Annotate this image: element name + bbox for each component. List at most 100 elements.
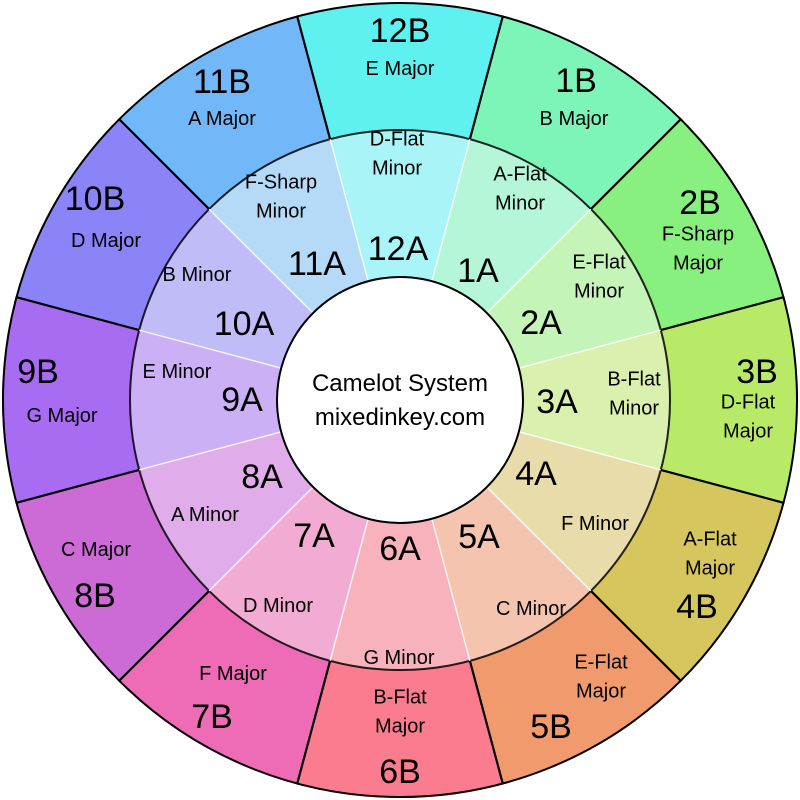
outer-key-line: B Major xyxy=(540,108,609,130)
inner-key: F Minor xyxy=(561,513,629,535)
inner-divider xyxy=(518,329,661,369)
outer-key-line: F-Sharp xyxy=(662,224,734,246)
outer-divider xyxy=(590,117,683,210)
outer-segment xyxy=(660,296,798,504)
outer-key: G Major xyxy=(26,405,97,427)
inner-segment xyxy=(518,330,670,470)
outer-code: 4B xyxy=(676,588,718,626)
outer-code: 6B xyxy=(379,753,421,791)
inner-code: 2A xyxy=(520,304,562,342)
inner-divider xyxy=(431,518,471,661)
inner-segment xyxy=(139,209,314,369)
inner-code: 5A xyxy=(458,518,500,556)
inner-code: 4A xyxy=(515,455,557,493)
inner-divider xyxy=(208,486,314,592)
outer-code: 12B xyxy=(370,12,431,50)
inner-key-line: Minor xyxy=(609,398,659,420)
inner-key: G Minor xyxy=(363,647,434,669)
inner-segment xyxy=(431,139,591,314)
inner-code: 11A xyxy=(288,245,346,283)
outer-segment xyxy=(590,469,785,682)
inner-key-line: Minor xyxy=(574,281,624,303)
outer-key-line: Major xyxy=(685,558,735,580)
outer-segment xyxy=(15,469,210,682)
outer-key: D Major xyxy=(71,230,141,252)
outer-divider xyxy=(15,468,140,505)
outer-code: 7B xyxy=(191,698,233,736)
outer-key: C Major xyxy=(61,539,131,561)
inner-segment xyxy=(486,431,661,591)
inner-segment xyxy=(130,330,282,470)
outer-key-line: C Major xyxy=(61,539,131,561)
outer-segment xyxy=(1,296,140,504)
inner-code: 9A xyxy=(221,381,263,419)
outer-divider xyxy=(468,15,505,140)
inner-divider xyxy=(139,329,282,369)
outer-key: B Major xyxy=(540,108,609,130)
inner-divider xyxy=(486,486,592,592)
inner-key-line: C Minor xyxy=(496,598,566,620)
inner-code: 7A xyxy=(293,517,335,555)
inner-code: 1A xyxy=(457,252,499,290)
inner-key-line: F Minor xyxy=(561,513,629,535)
outer-code: 1B xyxy=(555,62,597,100)
outer-key-line: Major xyxy=(576,681,626,703)
outer-key: F Major xyxy=(199,663,267,685)
inner-key-line: D-Flat xyxy=(370,129,425,151)
inner-divider xyxy=(329,518,369,661)
inner-code: 3A xyxy=(536,383,578,421)
inner-divider xyxy=(208,208,314,314)
inner-divider xyxy=(431,139,471,282)
inner-key-line: F-Sharp xyxy=(245,172,317,194)
inner-segment xyxy=(139,431,314,591)
inner-divider xyxy=(518,431,661,471)
outer-segment xyxy=(469,590,682,785)
inner-divider xyxy=(329,139,369,282)
inner-code: 10A xyxy=(214,305,275,343)
outer-code: 5B xyxy=(530,708,572,746)
outer-code: 9B xyxy=(17,353,59,391)
outer-divider xyxy=(660,468,785,505)
outer-segment xyxy=(469,15,682,210)
inner-divider xyxy=(139,431,282,471)
inner-code: 8A xyxy=(241,458,283,496)
inner-key: A Minor xyxy=(171,504,239,526)
inner-key-line: D Minor xyxy=(243,595,313,617)
outer-divider xyxy=(117,590,210,683)
outer-divider xyxy=(117,117,210,210)
inner-segment xyxy=(431,486,591,661)
inner-key-line: B-Flat xyxy=(607,369,661,391)
outer-segment xyxy=(296,2,504,140)
outer-key-line: E-Flat xyxy=(574,652,628,674)
outer-key-line: B-Flat xyxy=(373,687,427,709)
inner-key-line: Minor xyxy=(495,193,545,215)
mid-ring-line xyxy=(129,129,671,671)
inner-key-line: Minor xyxy=(372,158,422,180)
outer-segment xyxy=(118,590,331,785)
center-hub xyxy=(276,276,524,524)
inner-key: E Minor xyxy=(143,361,212,383)
outer-key-line: Major xyxy=(673,253,723,275)
inner-segment xyxy=(209,486,369,661)
inner-code: 6A xyxy=(379,530,421,568)
outer-code: 8B xyxy=(74,577,116,615)
outer-key-line: E Major xyxy=(366,58,435,80)
outer-key-line: F Major xyxy=(199,663,267,685)
outer-key-line: D Major xyxy=(71,230,141,252)
outer-segment xyxy=(590,118,785,331)
outer-key-line: A Major xyxy=(188,108,256,130)
inner-key-line: E Minor xyxy=(143,361,212,383)
inner-segment xyxy=(330,130,470,282)
inner-segment xyxy=(209,139,369,314)
outer-key: A Major xyxy=(188,108,256,130)
